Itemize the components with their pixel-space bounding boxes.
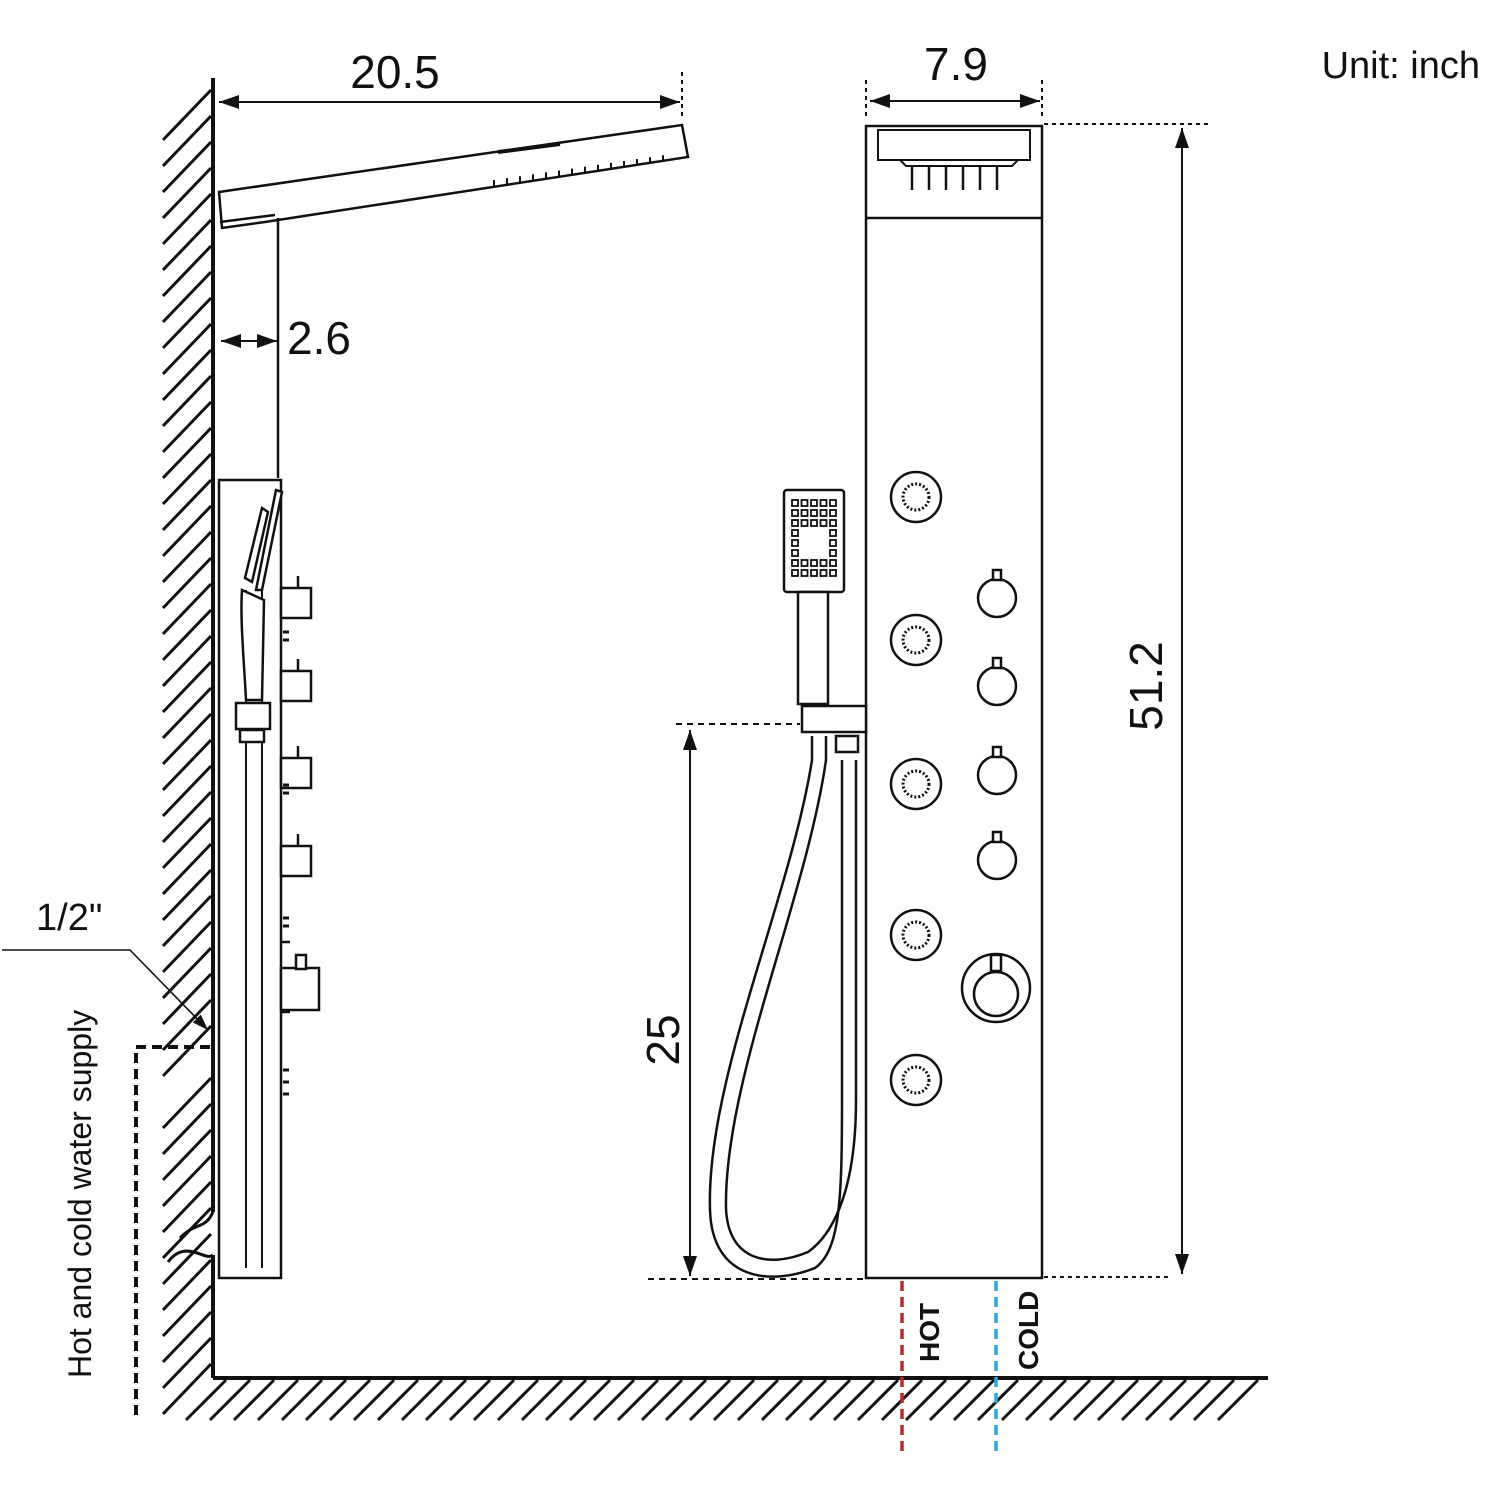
panel-width-label: 7.9 [924, 38, 988, 90]
handheld-shower-icon [254, 488, 284, 592]
unit-label: Unit: inch [1322, 45, 1480, 87]
body-jets [889, 470, 943, 1107]
valve-knobs [976, 568, 1018, 881]
panel-height-label: 51.2 [1120, 641, 1172, 731]
water-supply-pipe [134, 1045, 213, 1415]
side-view-panel [217, 123, 690, 1280]
dimension-lines-front [648, 80, 1210, 1280]
hot-label: HOT [914, 1303, 945, 1362]
panel-depth-label: 2.6 [287, 312, 351, 364]
supply-label: Hot and cold water supply [62, 1010, 98, 1378]
dimension-lines-side [219, 72, 683, 348]
thermostat-knob-icon [960, 952, 1032, 1024]
inlet-size-label: 1/2" [36, 897, 102, 939]
holder-height-label: 25 [637, 1014, 689, 1065]
shower-arm-length-label: 20.5 [350, 46, 440, 98]
floor-hatching-icon [184, 1378, 1260, 1422]
wall-hatching-icon [161, 88, 213, 1416]
wall-outline [211, 78, 1268, 1380]
inlet-leader-line [2, 949, 209, 1031]
pipe-break-icon [166, 1211, 215, 1263]
shower-hose-icon [708, 736, 844, 1278]
cold-label: COLD [1013, 1291, 1044, 1370]
rain-shower-head-icon [217, 123, 690, 230]
